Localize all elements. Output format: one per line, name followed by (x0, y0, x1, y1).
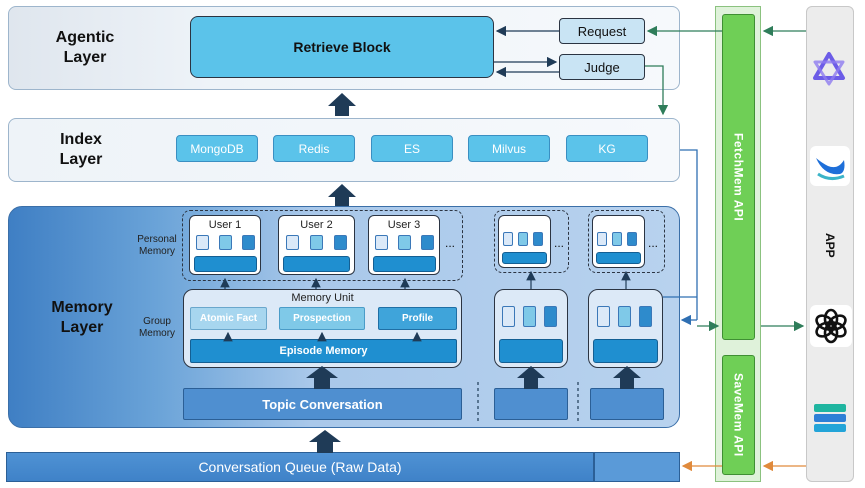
group2-ellipsis: ... (554, 236, 565, 250)
group3-ellipsis: ... (648, 236, 659, 250)
atomic-fact-label: Atomic Fact (199, 313, 258, 324)
mu3-cell-a (597, 306, 610, 327)
group3-cell-b (612, 232, 622, 246)
conversation-queue[interactable]: Conversation Queue (Raw Data) (6, 452, 594, 482)
group3-cell-a (597, 232, 607, 246)
stack-logo-icon[interactable] (810, 398, 850, 438)
mu2-bar (499, 339, 563, 363)
personal-memory-group (182, 210, 463, 281)
topic-box-3[interactable] (590, 388, 664, 420)
user-3-label: User 3 (387, 219, 421, 231)
profile-box[interactable]: Profile (378, 307, 457, 330)
episode-memory-box[interactable]: Episode Memory (190, 339, 457, 363)
conversation-queue-label: Conversation Queue (Raw Data) (198, 459, 402, 475)
deepseek-whale-icon[interactable] (810, 146, 850, 186)
user-2-cell-c (334, 235, 347, 250)
mu3-cell-b (618, 306, 631, 327)
app-label: APP (823, 232, 837, 258)
retrieve-block[interactable]: Retrieve Block (190, 16, 494, 78)
prospection-box[interactable]: Prospection (279, 307, 365, 330)
topic-conversation-box[interactable]: Topic Conversation (183, 388, 462, 420)
group3-cell-c (627, 232, 637, 246)
user-3-bar (373, 256, 436, 272)
user-2-cell-b (310, 235, 323, 250)
prospection-label: Prospection (293, 313, 351, 324)
fetchmem-api-label: FetchMem API (731, 132, 746, 222)
mu2-cell-b (523, 306, 536, 327)
group3-bar (596, 252, 641, 264)
store-milvus[interactable]: Milvus (468, 135, 550, 162)
qwen-logo-icon[interactable] (809, 50, 849, 90)
user-2-bar (283, 256, 350, 272)
user-1-label: User 1 (208, 219, 242, 231)
group2-cell-c (533, 232, 543, 246)
user-1-cell-c (242, 235, 255, 250)
memory-layer-label: Memory Layer (51, 299, 113, 336)
group-memory-label: Group Memory (138, 316, 176, 339)
judge-box[interactable]: Judge (559, 54, 645, 80)
mu2-cell-a (502, 306, 515, 327)
user-3-cell-b (398, 235, 411, 250)
group2-bar (502, 252, 547, 264)
topic-box-2[interactable] (494, 388, 568, 420)
users-ellipsis: ... (445, 236, 456, 250)
user-3-cell-c (421, 235, 434, 250)
personal-memory-label: Personal Memory (137, 234, 177, 257)
store-kg[interactable]: KG (566, 135, 648, 162)
group2-cell-a (503, 232, 513, 246)
savemem-api[interactable]: SaveMem API (722, 355, 755, 475)
retrieve-block-label: Retrieve Block (293, 39, 391, 55)
user-1-cell-b (219, 235, 232, 250)
user-1-bar (194, 256, 257, 272)
store-redis[interactable]: Redis (273, 135, 355, 162)
index-layer-label: Index Layer (59, 131, 103, 168)
atomic-fact-box[interactable]: Atomic Fact (190, 307, 267, 330)
judge-label: Judge (584, 59, 620, 75)
episode-memory-label: Episode Memory (279, 345, 368, 357)
memory-unit-label: Memory Unit (291, 292, 354, 304)
user-2-label: User 2 (300, 219, 333, 231)
mu3-bar (593, 339, 658, 363)
profile-label: Profile (401, 313, 434, 324)
agentic-layer-label: Agentic Layer (55, 29, 115, 66)
store-mongodb[interactable]: MongoDB (176, 135, 258, 162)
conversation-queue-tail (594, 452, 680, 482)
fetchmem-api[interactable]: FetchMem API (722, 14, 755, 340)
mu2-cell-c (544, 306, 557, 327)
openai-logo-icon[interactable] (810, 305, 852, 347)
savemem-api-label: SaveMem API (731, 373, 746, 457)
topic-conversation-label: Topic Conversation (262, 396, 383, 412)
request-label: Request (577, 23, 627, 39)
group2-cell-b (518, 232, 528, 246)
user-1-cell-a (196, 235, 209, 250)
store-es[interactable]: ES (371, 135, 453, 162)
app-column (806, 6, 854, 482)
mu3-cell-c (639, 306, 652, 327)
user-3-cell-a (375, 235, 388, 250)
request-box[interactable]: Request (559, 18, 645, 44)
user-2-cell-a (286, 235, 299, 250)
